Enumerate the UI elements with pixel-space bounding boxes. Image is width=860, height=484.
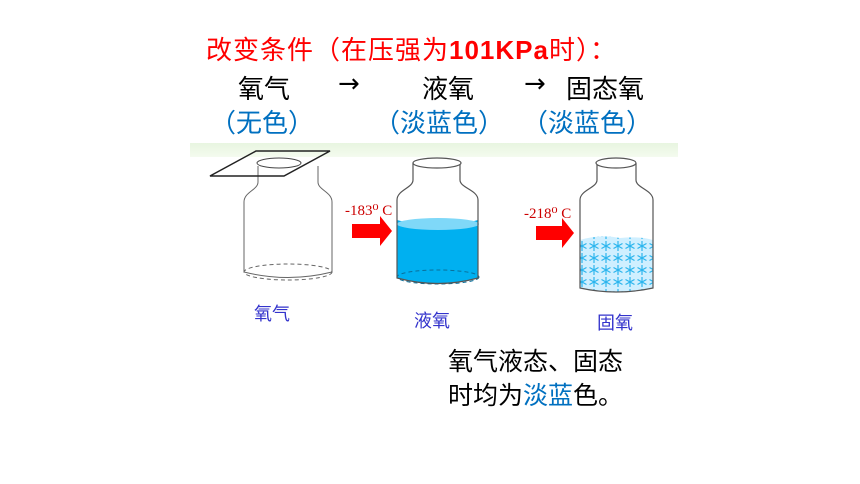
background-band <box>190 143 678 157</box>
cooling-arrow-1 <box>352 216 392 246</box>
color-solid: （淡蓝色） <box>522 109 653 139</box>
conclusion: 氧气液态、固态 时均为淡蓝色。 <box>448 345 623 413</box>
conclusion-line-1: 氧气液态、固态 <box>448 347 624 376</box>
glass-plate <box>209 150 331 177</box>
caption-gas: 氧气 <box>254 304 290 325</box>
state-arrow-2: → <box>524 69 546 99</box>
color-gas: （无色） <box>210 109 315 139</box>
conclusion-highlight: 淡蓝 <box>523 381 574 410</box>
title-pressure: 101KPa <box>449 35 549 65</box>
caption-liquid: 液氧 <box>414 311 450 332</box>
conclusion-line-2: 时均为淡蓝色。 <box>448 379 623 413</box>
conclusion-after: 色。 <box>573 381 624 410</box>
state-arrow-1: → <box>338 69 360 99</box>
state-gas: 氧气 <box>238 75 291 105</box>
bottle-solid <box>579 157 654 293</box>
caption-solid: 固氧 <box>597 313 633 334</box>
state-solid: 固态氧 <box>566 75 645 105</box>
state-liquid: 液氧 <box>422 75 475 105</box>
temp-liquid: -183⁰ C <box>345 203 393 219</box>
bottle-gas <box>209 150 333 281</box>
slide-title: 改变条件（在压强为101KPa时）： <box>206 30 617 67</box>
bottle-liquid <box>396 157 480 285</box>
conclusion-before: 时均为 <box>448 381 524 410</box>
color-liquid: （淡蓝色） <box>374 109 505 139</box>
temp-solid: -218⁰ C <box>524 206 572 222</box>
title-prefix: 改变条件（在压强为 <box>206 36 450 66</box>
title-suffix: 时）： <box>548 36 617 66</box>
cooling-arrow-2 <box>536 218 574 248</box>
